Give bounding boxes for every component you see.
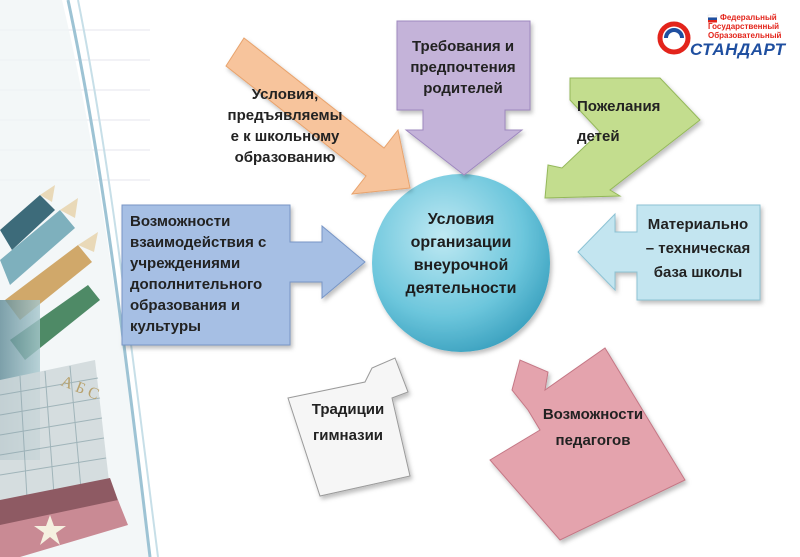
label-line: Традиции: [311, 401, 385, 418]
label-requirements: Условия, предъявляемы е к школьному обра…: [205, 84, 365, 168]
label-material: Материально – техническая база школы: [637, 213, 759, 285]
center-label-line: внеурочной: [413, 257, 509, 274]
label-line: Материально: [647, 216, 749, 233]
arrow-material: [577, 204, 761, 301]
label-teachers: Возможности педагогов: [528, 402, 658, 454]
label-line: образованию: [234, 149, 336, 166]
label-line: дополнительного: [130, 276, 263, 293]
logo-line-3: Образовательный: [708, 31, 782, 40]
label-line: предпочтения: [410, 59, 516, 76]
label-line: Пожелания: [577, 98, 661, 115]
arrow-requirements: [225, 37, 411, 195]
label-line: – техническая: [645, 240, 751, 257]
center-circle: [372, 174, 550, 352]
label-line: е к школьному: [230, 128, 340, 145]
label-line: учреждениями: [130, 255, 241, 272]
label-children: Пожелания детей: [577, 92, 687, 152]
fgos-logo: [657, 14, 718, 55]
center-label-line: Условия: [427, 211, 495, 228]
center-label: Условия организации внеурочной деятельно…: [381, 208, 541, 300]
label-line: гимназии: [312, 427, 384, 444]
pencils-illustration: А Б С: [0, 185, 128, 557]
center-label-line: организации: [410, 234, 512, 251]
arrow-children: [544, 77, 701, 199]
pencil-cup: [0, 360, 128, 557]
label-traditions: Традиции гимназии: [300, 397, 396, 449]
arrow-cooperation: [121, 204, 366, 346]
label-line: культуры: [130, 318, 201, 335]
arrow-teachers: [489, 347, 686, 541]
label-line: образования и: [130, 297, 241, 314]
logo-line-2: Государственный: [708, 22, 780, 31]
label-line: Возможности: [542, 406, 644, 423]
logo-word: СТАНДАРТ: [690, 40, 786, 59]
label-line: педагогов: [555, 432, 631, 449]
label-line: родителей: [423, 80, 503, 97]
label-line: Условия,: [251, 86, 319, 103]
label-parents: Требования и предпочтения родителей: [396, 36, 530, 99]
label-cooperation: Возможности взаимодействия с учреждениям…: [130, 211, 300, 337]
label-line: база школы: [653, 264, 743, 281]
center-label-line: деятельности: [405, 280, 517, 297]
label-line: предъявляемы: [227, 107, 343, 124]
arrow-traditions: [287, 357, 411, 497]
logo-line-1: Федеральный: [720, 13, 777, 22]
label-line: детей: [577, 128, 620, 145]
label-line: взаимодействия с: [130, 234, 267, 251]
label-line: Возможности: [130, 213, 231, 230]
label-line: Требования и: [411, 38, 515, 55]
arrow-parents: [396, 20, 531, 176]
